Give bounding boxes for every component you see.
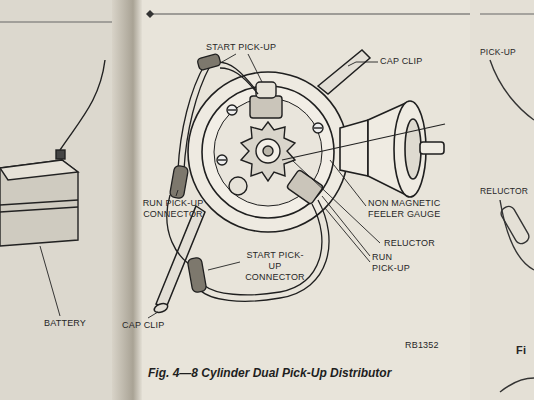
leader-line — [40, 54, 380, 318]
header-rule — [150, 14, 470, 15]
next-figure — [490, 60, 534, 392]
figure-caption: Fig. 4—8 Cylinder Dual Pick-Up Distribut… — [148, 366, 391, 380]
distributor-housing — [188, 72, 348, 232]
vacuum-advance — [340, 101, 444, 197]
feeler-gauge — [282, 124, 445, 160]
left-page — [0, 0, 120, 400]
part-label: RB1352 — [405, 340, 439, 351]
part-label: RUN PICK-UP — [372, 252, 416, 274]
cap-clip — [318, 50, 370, 94]
part-label: START PICK-UP — [206, 42, 276, 53]
part-label: RELUCTOR — [480, 186, 528, 196]
wire-connector — [169, 53, 221, 293]
part-label: CAP CLIP — [380, 56, 422, 67]
run-pickup — [217, 123, 324, 205]
header-mark — [146, 10, 154, 18]
header-rule — [0, 22, 112, 23]
part-label: CAP CLIP — [122, 320, 164, 331]
part-label: START PICK-UP CONNECTOR — [244, 250, 306, 282]
reluctor — [241, 122, 295, 181]
part-label: PICK-UP — [480, 47, 516, 57]
header-rule — [480, 14, 534, 15]
right-page-edge — [470, 0, 534, 400]
part-label: NON MAGNETIC FEELER GAUGE — [368, 198, 452, 220]
part-label: RELUCTOR — [384, 238, 435, 249]
pickup-wires — [167, 62, 329, 301]
part-label: Fi — [516, 344, 526, 357]
part-label: BATTERY — [44, 318, 86, 329]
gutter — [112, 0, 142, 400]
part-label: RUN PICK-UP CONNECTOR — [142, 198, 204, 220]
battery — [0, 60, 105, 246]
